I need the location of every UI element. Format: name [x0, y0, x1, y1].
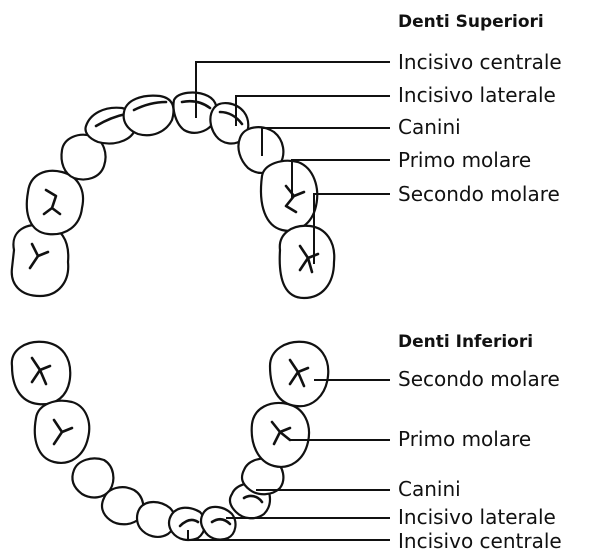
upper-label-canine: Canini [398, 117, 461, 137]
upper-label-lateral-incisor: Incisivo laterale [398, 85, 556, 105]
upper-label-second-molar: Secondo molare [398, 184, 560, 204]
lower-label-lateral-incisor: Incisivo laterale [398, 507, 556, 527]
upper-right-first-molar [261, 161, 317, 231]
lower-label-central-incisor: Incisivo centrale [398, 531, 562, 551]
lower-teeth-title: Denti Inferiori [398, 334, 533, 351]
upper-label-first-molar: Primo molare [398, 150, 531, 170]
lower-right-first-molar [252, 403, 309, 467]
upper-leader-lateral-incisor [236, 96, 390, 126]
lower-label-first-molar: Primo molare [398, 429, 531, 449]
upper-left-second-molar [12, 225, 69, 296]
upper-label-central-incisor: Incisivo centrale [398, 52, 562, 72]
upper-teeth-title: Denti Superiori [398, 14, 544, 31]
upper-arch [12, 93, 335, 298]
lower-label-second-molar: Secondo molare [398, 369, 560, 389]
lower-arch [12, 342, 328, 540]
lower-label-canine: Canini [398, 479, 461, 499]
